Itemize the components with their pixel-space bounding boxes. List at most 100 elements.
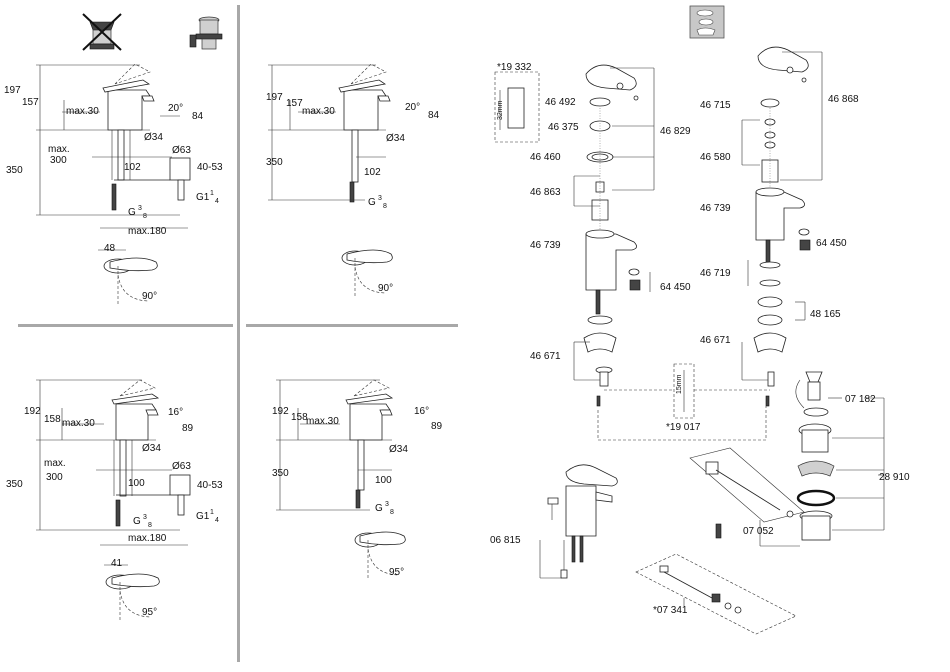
- part-64450a-label: 64 450: [660, 282, 691, 293]
- svg-text:3: 3: [385, 501, 389, 508]
- q2-side-view: [268, 63, 391, 203]
- q1-width-48: 48: [104, 243, 116, 254]
- q3-max-180: max.180: [128, 533, 167, 544]
- svg-text:G: G: [375, 503, 383, 514]
- q4-dia-34: Ø34: [389, 444, 408, 455]
- part-07341-label: *07 341: [653, 605, 688, 616]
- svg-text:G: G: [128, 207, 136, 218]
- part-07052-label: 07 052: [743, 526, 774, 537]
- q3-reach: max.30: [62, 418, 95, 429]
- popup-waste-icon: [189, 16, 223, 50]
- finish-swatch-icon: [689, 5, 725, 39]
- q3-dia-34: Ø34: [142, 443, 161, 454]
- q1-dim-300: 300: [50, 155, 67, 166]
- q3-width-41: 41: [111, 558, 123, 569]
- part-46580-label: 46 580: [700, 152, 731, 163]
- q1-max-label: max.: [48, 144, 70, 155]
- dim-15mm: 15mm: [676, 374, 683, 394]
- right-assembly-drawing: [741, 46, 823, 407]
- part-07182-label: 07 182: [845, 394, 876, 405]
- q3-thread-g114: G1 1 4: [196, 509, 219, 524]
- q1-height-157: 157: [22, 97, 39, 108]
- q1-height-197: 197: [4, 85, 21, 96]
- q4-thread-g38: G 3 8: [375, 501, 394, 516]
- q3-dim-100: 100: [128, 478, 145, 489]
- q4-dim-100: 100: [375, 475, 392, 486]
- q1-side-view: [36, 63, 191, 229]
- q2-dim-102: 102: [364, 167, 381, 178]
- svg-text:3: 3: [138, 205, 142, 212]
- q1-range-40-53: 40-53: [197, 162, 223, 173]
- svg-text:8: 8: [143, 213, 147, 220]
- svg-text:8: 8: [148, 522, 152, 529]
- part-46719-label: 46 719: [700, 268, 731, 279]
- part-46671b-label: 46 671: [700, 335, 731, 346]
- part-46715-label: 46 715: [700, 100, 731, 111]
- part-46671a-label: 46 671: [530, 351, 561, 362]
- q4-angle: 16°: [414, 406, 429, 417]
- divider-left: [18, 324, 233, 327]
- q3-dia-63: Ø63: [172, 461, 191, 472]
- q4-rotation: 95°: [389, 567, 404, 578]
- part-46868-label: 46 868: [828, 94, 859, 105]
- q2-height-157: 157: [286, 98, 303, 109]
- popup-waste-drawing: [795, 371, 885, 541]
- q1-reach: max.30: [66, 106, 99, 117]
- part-46829-label: 46 829: [660, 126, 691, 137]
- part-46739a-label: 46 739: [530, 240, 561, 251]
- tap-06815-drawing: [539, 464, 618, 579]
- q1-top-view: [98, 249, 158, 305]
- q1-dim-102: 102: [124, 162, 141, 173]
- tool-19017-drawing: [597, 363, 770, 441]
- q3-dim-300: 300: [46, 472, 63, 483]
- q1-dia-63: Ø63: [172, 145, 191, 156]
- q2-height-197: 197: [266, 92, 283, 103]
- svg-text:4: 4: [215, 198, 219, 205]
- q3-height-192: 192: [24, 406, 41, 417]
- divider-right: [246, 324, 458, 327]
- part-19017-label: *19 017: [666, 422, 701, 433]
- q2-top-view: [341, 249, 393, 298]
- q3-top-view: [104, 564, 160, 622]
- cartridge-19332-drawing: [494, 71, 540, 143]
- q2-dia-34: Ø34: [386, 133, 405, 144]
- q3-max-label: max.: [44, 458, 66, 469]
- q1-max-180: max.180: [128, 226, 167, 237]
- pull-rod-kit-drawing: [635, 553, 797, 635]
- q1-dia-34: Ø34: [144, 132, 163, 143]
- q1-thread-g38: G 3 8: [128, 205, 147, 220]
- left-assembly-drawing: [573, 64, 655, 407]
- svg-text:8: 8: [383, 203, 387, 210]
- q2-dim-350: 350: [266, 157, 283, 168]
- q2-angle: 20°: [405, 102, 420, 113]
- q4-reach: max.30: [306, 416, 339, 427]
- part-48165-label: 48 165: [810, 309, 841, 320]
- q3-side-view: [36, 379, 191, 546]
- part-46375-label: 46 375: [548, 122, 579, 133]
- svg-text:3: 3: [143, 514, 147, 521]
- q4-side-view: [276, 379, 394, 511]
- svg-text:G1: G1: [196, 511, 210, 522]
- pull-rod-drawing: [689, 447, 805, 547]
- q2-rotation: 90°: [378, 283, 393, 294]
- svg-text:G1: G1: [196, 192, 210, 203]
- part-06815-label: 06 815: [490, 535, 521, 546]
- q1-angle: 20°: [168, 103, 183, 114]
- part-19332-label: *19 332: [497, 62, 532, 73]
- q4-dim-350: 350: [272, 468, 289, 479]
- dim-32mm: 32mm: [497, 100, 504, 120]
- svg-text:8: 8: [390, 509, 394, 516]
- part-28910-label: 28 910: [879, 472, 910, 483]
- q3-range-40-53: 40-53: [197, 480, 223, 491]
- svg-text:1: 1: [210, 509, 214, 516]
- part-46460-label: 46 460: [530, 152, 561, 163]
- q1-dim-350: 350: [6, 165, 23, 176]
- q1-rotation: 90°: [142, 291, 157, 302]
- q2-dim-84: 84: [428, 110, 440, 121]
- svg-text:1: 1: [210, 190, 214, 197]
- q3-rotation: 95°: [142, 607, 157, 618]
- q1-thread-g114: G1 1 4: [196, 190, 219, 205]
- q3-dim-89: 89: [182, 423, 194, 434]
